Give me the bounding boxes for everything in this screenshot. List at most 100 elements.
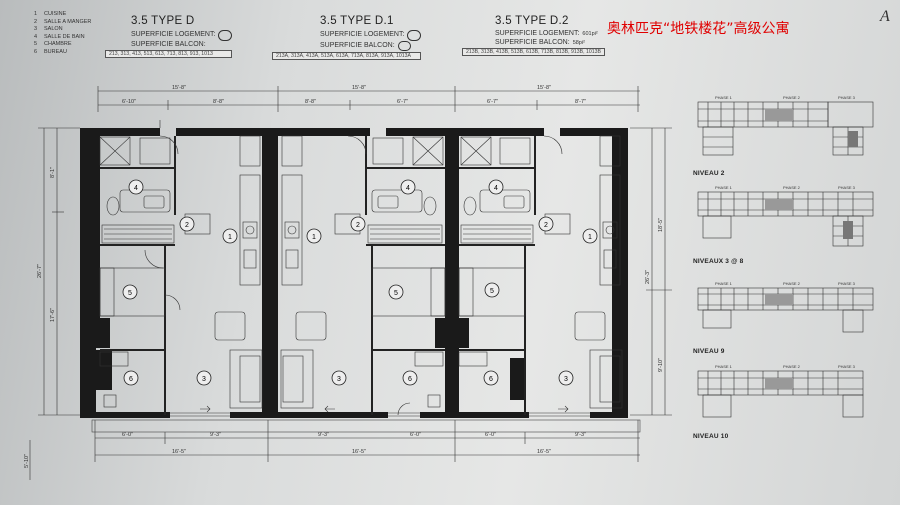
room-marker: 5 <box>388 284 404 300</box>
room-marker: 4 <box>400 179 416 195</box>
svg-text:4: 4 <box>406 185 410 192</box>
area-label: SUPERFICIE LOGEMENT: <box>495 30 580 37</box>
unit-type-title: 3.5 TYPE D.1 <box>320 15 394 27</box>
dim-bottom-sub: 6'-0" <box>122 432 133 438</box>
dim-top-total: 15'-8" <box>172 85 186 91</box>
svg-text:1: 1 <box>228 234 232 241</box>
corner-mark: A <box>880 8 890 25</box>
phase-label: PHASE 1 <box>715 185 733 190</box>
area-badge <box>218 30 232 41</box>
svg-text:5: 5 <box>490 288 494 295</box>
phase-label: PHASE 2 <box>783 281 801 286</box>
area-label: SUPERFICIE LOGEMENT: <box>320 31 405 38</box>
dim-left: 26'-7" <box>37 264 43 278</box>
phase-label: PHASE 2 <box>783 364 801 369</box>
dim-left: 5'-10" <box>24 454 30 468</box>
svg-text:2: 2 <box>544 222 548 229</box>
svg-text:2: 2 <box>356 222 360 229</box>
room-marker: 6 <box>483 370 499 386</box>
room-marker: 2 <box>350 216 366 232</box>
dim-bottom-total: 16'-5" <box>537 449 551 455</box>
room-marker: 3 <box>558 370 574 386</box>
svg-text:4: 4 <box>494 185 498 192</box>
keyplan-niveau-10: PHASE 1 PHASE 2 PHASE 3 NIVEAU 10 <box>693 362 883 440</box>
room-marker: 2 <box>179 216 195 232</box>
area-value: 601pi² <box>582 31 598 37</box>
balcony-value: 58pi² <box>572 39 585 46</box>
dim-bottom-sub: 9'-3" <box>318 432 329 438</box>
unit-title-block-d2: 3.5 TYPE D.2 SUPERFICIE LOGEMENT:601pi² … <box>462 15 605 56</box>
phase-label: PHASE 2 <box>783 95 801 100</box>
keyplan-caption: NIVEAU 10 <box>693 433 729 440</box>
dimension-labels: 15'-8" 15'-8" 15'-8" 6'-10" 8'-8" 8'-8" … <box>24 85 664 468</box>
dim-top-total: 15'-8" <box>352 85 366 91</box>
room-marker: 4 <box>488 179 504 195</box>
balcony-label: SUPERFICIE BALCON: <box>495 38 570 46</box>
dim-right: 9'-10" <box>658 358 664 372</box>
room-marker: 3 <box>196 370 212 386</box>
room-markers: 4 2 1 5 6 3 4 2 1 5 3 6 4 2 1 5 6 3 <box>122 179 598 386</box>
keyplan-caption: NIVEAUX 3 @ 8 <box>693 258 744 265</box>
room-marker: 1 <box>582 228 598 244</box>
svg-text:1: 1 <box>312 234 316 241</box>
svg-text:6: 6 <box>129 376 133 383</box>
room-marker: 1 <box>222 228 238 244</box>
area-badge <box>397 40 412 51</box>
unit-title-block-d: 3.5 TYPE D SUPERFICIE LOGEMENT: SUPERFIC… <box>105 15 232 58</box>
room-marker: 4 <box>128 179 144 195</box>
dim-bottom-sub: 9'-3" <box>575 432 586 438</box>
phase-label: PHASE 3 <box>838 185 856 190</box>
top-dimension-lines <box>29 86 672 480</box>
dim-top-sub: 6'-7" <box>487 99 498 105</box>
dim-top-sub: 6'-7" <box>397 99 408 105</box>
dim-top-sub: 8'-8" <box>305 99 316 105</box>
keyplan-niveau-9: PHASE 1 PHASE 2 PHASE 3 NIVEAU 9 <box>693 279 883 355</box>
svg-text:1: 1 <box>588 234 592 241</box>
keyplan-caption: NIVEAU 9 <box>693 348 725 355</box>
balcony-label: SUPERFICIE BALCON: <box>320 41 395 49</box>
svg-text:3: 3 <box>202 376 206 383</box>
unit-number-list: 213B, 313B, 413B, 513B, 613B, 713B, 813B… <box>462 48 605 56</box>
phase-label: PHASE 1 <box>715 281 733 286</box>
room-marker: 5 <box>484 282 500 298</box>
dim-bottom-total: 16'-5" <box>172 449 186 455</box>
dim-top-sub: 8'-8" <box>213 99 224 105</box>
svg-text:4: 4 <box>134 185 138 192</box>
keyplan-caption: NIVEAU 2 <box>693 170 725 177</box>
headline-chinese: 奥林匹克“地铁楼花”高级公寓 <box>607 21 790 37</box>
dim-right: 18'-5" <box>658 218 664 232</box>
room-marker: 3 <box>331 370 347 386</box>
phase-label: PHASE 3 <box>838 281 856 286</box>
room-marker: 6 <box>402 370 418 386</box>
unit-number-list: 213A, 313A, 413A, 513A, 613A, 713A, 813A… <box>272 52 421 60</box>
svg-text:5: 5 <box>394 290 398 297</box>
balcony-outline <box>91 419 641 433</box>
dim-bottom-sub: 6'-0" <box>410 432 421 438</box>
dim-top-sub: 6'-10" <box>122 99 136 105</box>
svg-text:6: 6 <box>489 376 493 383</box>
dim-right: 26'-3" <box>645 270 651 284</box>
room-marker: 1 <box>306 228 322 244</box>
unit-plan-d <box>80 120 278 418</box>
keyplan-drawing: PHASE 1 PHASE 2 PHASE 3 <box>697 281 874 333</box>
room-marker: 6 <box>123 370 139 386</box>
phase-label: PHASE 3 <box>838 364 856 369</box>
unit-number-list: 213, 313, 413, 513, 613, 713, 813, 913, … <box>105 50 232 58</box>
dim-bottom-sub: 6'-0" <box>485 432 496 438</box>
dim-left: 17'-6" <box>50 308 56 322</box>
dim-top-sub: 8'-7" <box>575 99 586 105</box>
keyplan-drawing: PHASE 1 PHASE 2 PHASE 3 <box>697 185 874 247</box>
dim-bottom-sub: 9'-3" <box>210 432 221 438</box>
phase-label: PHASE 1 <box>715 95 733 100</box>
unit-plan-d1 <box>278 128 459 418</box>
unit-plan-d2 <box>458 128 628 418</box>
area-label: SUPERFICIE LOGEMENT: <box>131 31 216 38</box>
phase-label: PHASE 3 <box>838 95 856 100</box>
svg-text:3: 3 <box>564 376 568 383</box>
